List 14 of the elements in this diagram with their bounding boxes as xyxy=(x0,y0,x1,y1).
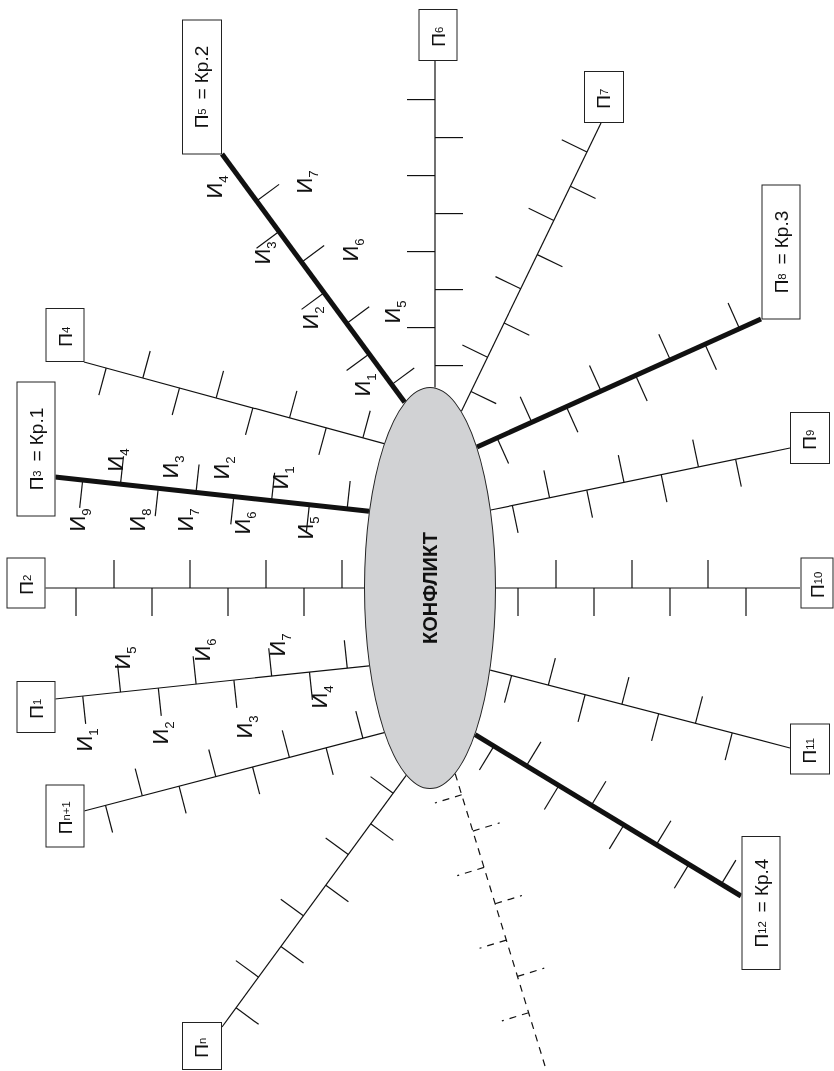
connector-line xyxy=(54,474,370,514)
connector-line xyxy=(475,316,763,450)
connector-line xyxy=(495,587,801,589)
connector-line xyxy=(44,587,365,589)
node-label: КОНФЛИКТ xyxy=(418,532,442,644)
connector-line xyxy=(221,774,407,1028)
connector-line xyxy=(54,665,370,700)
connector-line xyxy=(220,152,407,404)
connector-line xyxy=(454,773,546,1067)
connector-line xyxy=(83,732,385,812)
connector-line xyxy=(434,60,436,389)
connector-line xyxy=(83,361,385,445)
connector-line xyxy=(490,447,791,511)
connector-line xyxy=(489,669,791,749)
